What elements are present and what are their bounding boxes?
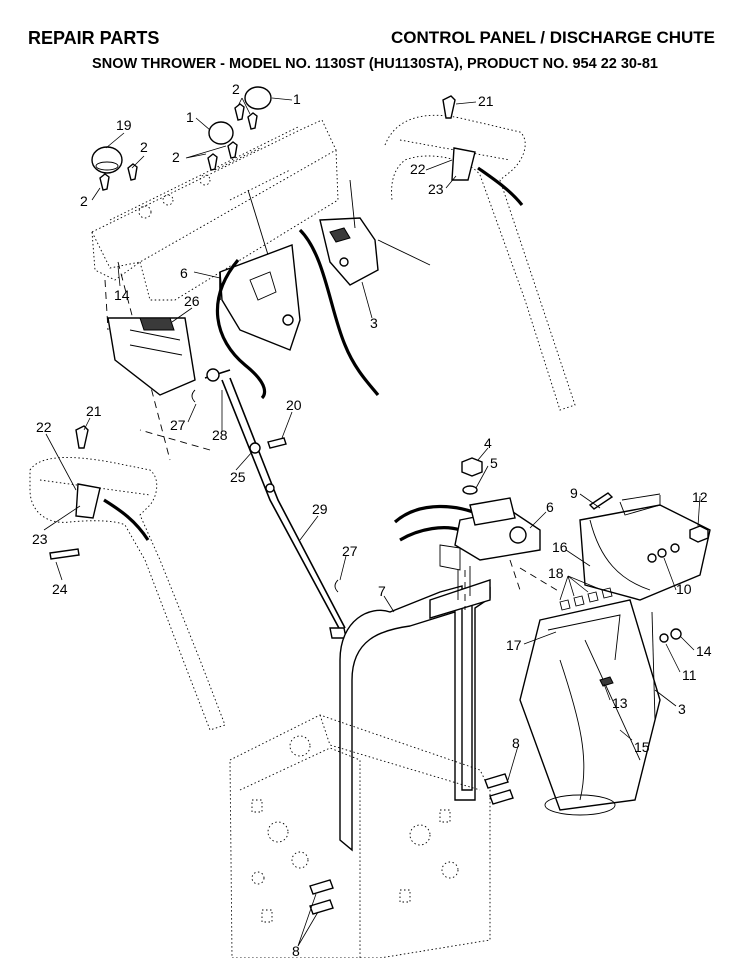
cable — [298, 228, 380, 396]
callout-4: 4 — [484, 435, 492, 451]
model-subtitle: SNOW THROWER - MODEL NO. 1130ST (HU1130S… — [92, 56, 658, 72]
callout-13: 13 — [612, 695, 628, 711]
callout-3b: 3 — [678, 701, 686, 717]
callout-22b: 22 — [36, 419, 52, 435]
callout-11: 11 — [682, 667, 697, 683]
upper-handle — [384, 95, 576, 411]
callout-20: 20 — [286, 397, 302, 413]
chute-crank-rod — [191, 368, 347, 639]
callout-5: 5 — [490, 455, 498, 471]
nut-part — [670, 628, 682, 640]
cable — [215, 258, 267, 400]
cable-bracket — [393, 497, 541, 610]
header-repair-parts: REPAIR PARTS — [28, 28, 160, 48]
callout-26: 26 — [184, 293, 200, 309]
callout-14b: 14 — [696, 643, 712, 659]
callout-1b: 1 — [186, 109, 194, 125]
callout-27a: 27 — [170, 417, 186, 433]
callout-12: 12 — [692, 489, 708, 505]
callout-2a: 2 — [232, 81, 240, 97]
callout-7: 7 — [378, 583, 386, 599]
callout-8b: 8 — [292, 943, 300, 958]
chute-deflector — [579, 492, 711, 601]
cable — [651, 611, 656, 721]
callout-21b: 21 — [86, 403, 102, 419]
bolt-part — [309, 773, 514, 915]
callout-8a: 8 — [512, 735, 520, 751]
discharge-chute — [519, 587, 661, 816]
callout-27b: 27 — [342, 543, 358, 559]
control-panel-assembly — [91, 119, 339, 301]
callout-22a: 22 — [410, 161, 426, 177]
header-section-title: CONTROL PANEL / DISCHARGE CHUTE — [391, 28, 715, 47]
lower-handle — [29, 425, 226, 731]
callout-25: 25 — [230, 469, 246, 485]
callout-18: 18 — [548, 565, 564, 581]
callout-24: 24 — [52, 581, 68, 597]
chute-control-bracket — [219, 244, 301, 351]
callout-19: 19 — [116, 117, 132, 133]
frame-housing — [229, 714, 491, 958]
callout-10: 10 — [676, 581, 692, 597]
callout-17: 17 — [506, 637, 522, 653]
lever-assembly — [107, 317, 196, 396]
callout-labels: 1 1 19 2 2 2 2 21 22 23 14 6 26 3 27 28 … — [32, 81, 712, 958]
callout-2c: 2 — [140, 139, 148, 155]
callout-6b: 6 — [546, 499, 554, 515]
leader-lines — [43, 97, 701, 947]
callout-21a: 21 — [478, 93, 494, 109]
lever-bracket — [319, 179, 431, 286]
callout-2b: 2 — [172, 149, 180, 165]
hidden-line — [519, 567, 561, 593]
callout-6a: 6 — [180, 265, 188, 281]
nut-and-washer — [461, 457, 483, 495]
callout-2d: 2 — [80, 193, 88, 209]
handle-bar — [339, 566, 491, 852]
hidden-line — [104, 279, 109, 331]
callout-29: 29 — [312, 501, 328, 517]
callout-14a: 14 — [114, 287, 130, 303]
callout-23b: 23 — [32, 531, 48, 547]
callout-9: 9 — [570, 485, 578, 501]
callout-16: 16 — [552, 539, 568, 555]
hidden-line — [139, 429, 211, 451]
callout-23a: 23 — [428, 181, 444, 197]
callout-1a: 1 — [293, 91, 301, 107]
callout-3a: 3 — [370, 315, 378, 331]
callout-28: 28 — [212, 427, 228, 443]
callout-15: 15 — [634, 739, 650, 755]
screw-part — [99, 103, 258, 191]
washer-part — [659, 633, 669, 643]
